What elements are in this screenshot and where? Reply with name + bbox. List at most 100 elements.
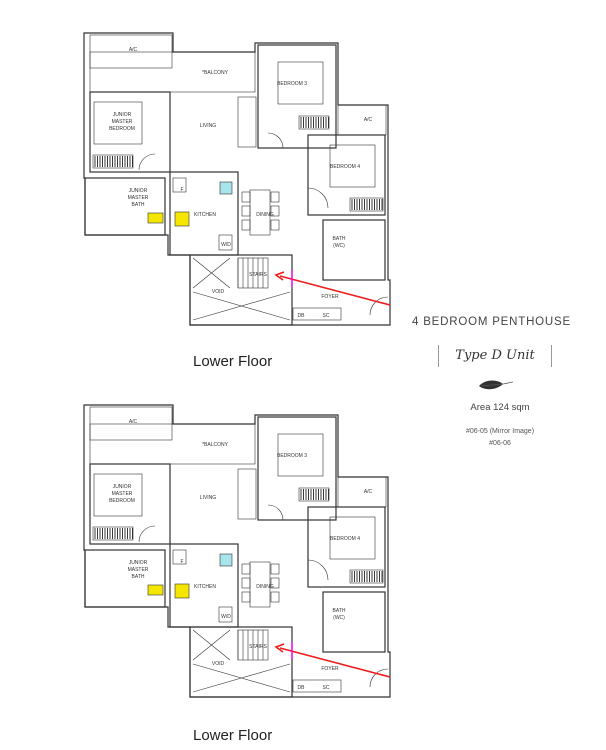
room-label-jbath1: JUNIOR bbox=[129, 188, 148, 194]
chair-icon bbox=[270, 577, 280, 589]
kitchen-sink-icon bbox=[219, 181, 233, 195]
bath-room bbox=[322, 591, 386, 653]
room-label-ac_right: A/C bbox=[364, 489, 373, 495]
room-label-bath1: BATH bbox=[333, 236, 346, 242]
wardrobe-icon bbox=[349, 569, 384, 584]
washer-dryer-icon bbox=[218, 234, 233, 251]
bed-icon bbox=[93, 101, 143, 145]
chair-icon bbox=[241, 191, 251, 203]
bed-icon bbox=[329, 144, 376, 188]
room-label-db: DB bbox=[298, 313, 306, 319]
room-label-stairs: STAIRS bbox=[249, 644, 267, 650]
wardrobe-icon bbox=[92, 154, 134, 169]
void-cross bbox=[192, 629, 291, 693]
chair-icon bbox=[241, 219, 251, 231]
door-swing bbox=[369, 668, 389, 688]
room-label-kitchen: KITCHEN bbox=[194, 212, 216, 218]
room-label-dining: DINING bbox=[256, 212, 274, 218]
room-label-living: LIVING bbox=[200, 123, 217, 129]
room-label-void: VOID bbox=[212, 661, 225, 667]
room-label-jmb1: JUNIOR bbox=[113, 484, 132, 490]
room-label-foyer: FOYER bbox=[321, 666, 339, 672]
door-swing bbox=[138, 153, 156, 171]
db-sc-cabinet bbox=[292, 307, 342, 321]
room-label-bath1: BATH bbox=[333, 608, 346, 614]
room-label-wd: W/D bbox=[221, 242, 231, 248]
db-sc-cabinet bbox=[292, 679, 342, 693]
bedroom4-room bbox=[307, 506, 386, 588]
chair-icon bbox=[270, 563, 280, 575]
wardrobe-icon bbox=[92, 526, 134, 541]
room-label-jmb3: BEDROOM bbox=[109, 498, 135, 504]
outer-wall bbox=[83, 404, 391, 698]
room-label-bedroom3: BEDROOM 3 bbox=[277, 81, 307, 87]
room-label-bath2: (WC) bbox=[333, 243, 345, 249]
floor-caption: Lower Floor bbox=[193, 353, 273, 370]
room-label-jmb3: BEDROOM bbox=[109, 126, 135, 132]
room-label-jbath3: BATH bbox=[132, 574, 145, 580]
unit-number: #06-06 bbox=[489, 440, 511, 447]
bed-icon bbox=[277, 61, 324, 105]
junior-master-bedroom-room bbox=[89, 463, 171, 545]
leaf-icon bbox=[479, 380, 514, 390]
floor-caption: Lower Floor bbox=[193, 727, 273, 744]
ac-ledge-left bbox=[89, 34, 173, 69]
unit-area: Area 124 sqm bbox=[470, 402, 530, 413]
ac-ledge-left bbox=[89, 406, 173, 441]
room-label-jmb2: MASTER bbox=[112, 491, 133, 497]
room-label-dining: DINING bbox=[256, 584, 274, 590]
room-label-bedroom4: BEDROOM 4 bbox=[330, 536, 360, 542]
room-label-jbath2: MASTER bbox=[128, 195, 149, 201]
washer-dryer-icon bbox=[218, 606, 233, 623]
void-stairs-area bbox=[189, 254, 293, 326]
basin-icon bbox=[147, 584, 164, 596]
room-label-balcony: *BALCONY bbox=[202, 442, 229, 448]
wardrobe-icon bbox=[349, 197, 384, 212]
room-label-balcony: *BALCONY bbox=[202, 70, 229, 76]
document-title: 4 BEDROOM PENTHOUSE bbox=[412, 316, 571, 328]
room-label-jmb1: JUNIOR bbox=[113, 112, 132, 118]
balcony-room bbox=[89, 51, 256, 93]
room-label-jbath3: BATH bbox=[132, 202, 145, 208]
door-swing bbox=[267, 132, 284, 149]
void-stairs-area bbox=[189, 626, 293, 698]
chair-icon bbox=[270, 219, 280, 231]
red-arrow-icon bbox=[279, 647, 391, 678]
unit-type: Type D Unit bbox=[438, 345, 552, 367]
room-label-jmb2: MASTER bbox=[112, 119, 133, 125]
ac-ledge-right bbox=[337, 476, 387, 508]
room-label-void: VOID bbox=[212, 289, 225, 295]
basin-icon bbox=[147, 212, 164, 224]
room-label-wd: W/D bbox=[221, 614, 231, 620]
chair-icon bbox=[270, 591, 280, 603]
door-swing bbox=[307, 559, 329, 581]
arrow-head-icon bbox=[274, 271, 285, 281]
room-label-bedroom4: BEDROOM 4 bbox=[330, 164, 360, 170]
chair-icon bbox=[241, 563, 251, 575]
bedroom3-room bbox=[257, 44, 337, 149]
door-swing bbox=[307, 187, 329, 209]
junior-master-bedroom-room bbox=[89, 91, 171, 173]
outer-wall bbox=[83, 32, 391, 326]
chair-icon bbox=[241, 577, 251, 589]
bath-room bbox=[322, 219, 386, 281]
door-swing bbox=[138, 525, 156, 543]
fridge-icon bbox=[172, 177, 187, 193]
room-label-bath2: (WC) bbox=[333, 615, 345, 621]
room-label-fridge: F bbox=[180, 559, 183, 565]
wardrobe-icon bbox=[298, 487, 330, 502]
fridge-icon bbox=[172, 549, 187, 565]
wardrobe-icon bbox=[298, 115, 330, 130]
bed-icon bbox=[93, 473, 143, 517]
bedroom4-room bbox=[307, 134, 386, 216]
room-label-jbath2: MASTER bbox=[128, 567, 149, 573]
bed-icon bbox=[277, 433, 324, 477]
room-label-ac_left: A/C bbox=[129, 419, 138, 425]
room-label-ac_left: A/C bbox=[129, 47, 138, 53]
room-label-bedroom3: BEDROOM 3 bbox=[277, 453, 307, 459]
unit-number: #06-05 (Mirror Image) bbox=[465, 428, 535, 435]
balcony-room bbox=[89, 423, 256, 465]
room-label-sc: SC bbox=[323, 685, 330, 691]
void-cross bbox=[192, 257, 291, 321]
